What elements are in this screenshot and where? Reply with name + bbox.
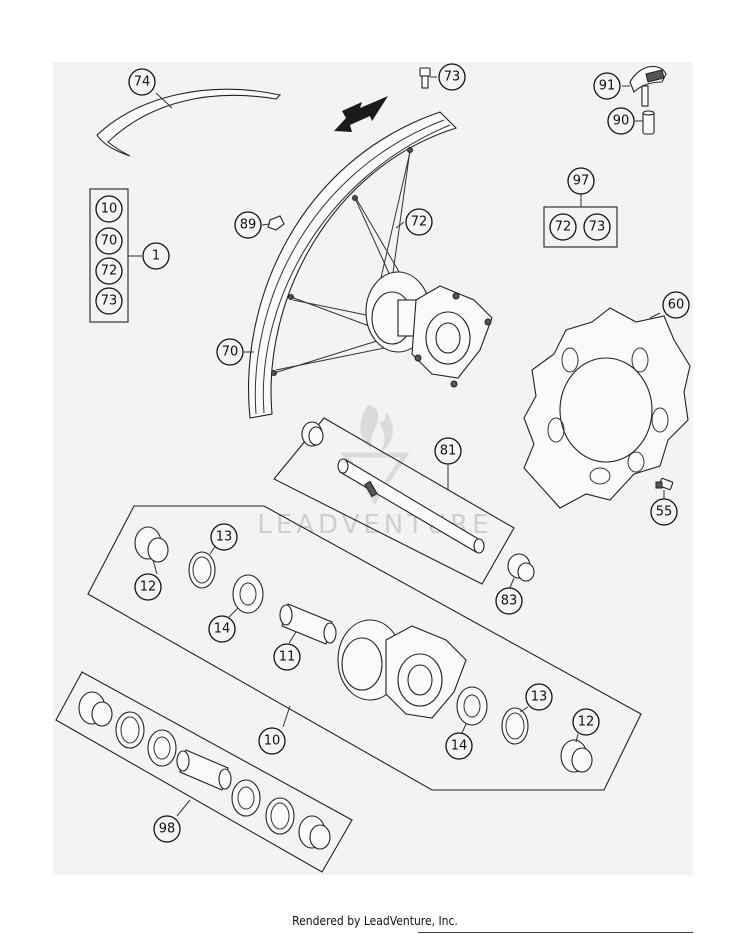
svg-text:73: 73: [589, 220, 606, 235]
callout-1: 1: [142, 242, 170, 270]
callout-72-spoke: 72: [405, 208, 433, 236]
axle-part: [301, 421, 485, 554]
leader-lines: [152, 76, 665, 817]
axle-nut-part: [507, 553, 535, 582]
brake-disc: [523, 307, 691, 509]
svg-text:72: 72: [555, 220, 572, 235]
svg-text:12: 12: [140, 580, 157, 595]
callout-72-kit: 72: [549, 213, 577, 241]
disc-bolt-part: [655, 477, 674, 491]
svg-text:70: 70: [222, 345, 239, 360]
callout-12-right: 12: [572, 708, 600, 736]
front-wheel-diagram: LEADVENTURE: [55, 63, 691, 873]
valve-nut-part: [642, 110, 655, 135]
callout-10-box: 10: [95, 195, 123, 223]
callout-14-top: 14: [208, 615, 236, 643]
callout-81: 81: [434, 437, 462, 465]
footer-divider: [418, 932, 693, 933]
callout-11: 11: [273, 643, 301, 671]
callout-83: 83: [495, 587, 523, 615]
svg-text:73: 73: [101, 294, 118, 309]
bearing-kit-parts: [78, 691, 331, 850]
callout-74: 74: [128, 68, 156, 96]
tire-valve-part: [629, 65, 667, 107]
callout-55: 55: [650, 498, 678, 526]
callout-72-box: 72: [95, 257, 123, 285]
svg-text:55: 55: [656, 505, 673, 520]
callout-73-box: 73: [95, 287, 123, 315]
rim-tape: [96, 88, 282, 157]
callout-98: 98: [153, 815, 181, 843]
svg-text:14: 14: [451, 739, 468, 754]
svg-text:83: 83: [501, 594, 518, 609]
callout-73-top: 73: [438, 63, 466, 91]
svg-text:70: 70: [101, 234, 118, 249]
svg-text:10: 10: [101, 202, 118, 217]
callout-13-top: 13: [210, 523, 238, 551]
callout-91: 91: [593, 72, 621, 100]
svg-text:13: 13: [531, 690, 548, 705]
svg-text:11: 11: [279, 650, 296, 665]
diagram-panel: LEADVENTURE: [53, 62, 693, 875]
callout-97: 97: [567, 167, 595, 195]
svg-text:73: 73: [444, 70, 461, 85]
svg-text:72: 72: [411, 215, 428, 230]
callout-70-rim: 70: [216, 338, 244, 366]
footer-credit: Rendered by LeadVenture, Inc.: [292, 914, 458, 928]
svg-text:14: 14: [214, 622, 231, 637]
hub-kit-parts: [134, 526, 593, 773]
callout-70-box: 70: [95, 227, 123, 255]
svg-text:97: 97: [573, 174, 590, 189]
spoke-kit-box: [543, 194, 618, 248]
callout-90: 90: [607, 107, 635, 135]
svg-text:98: 98: [159, 822, 176, 837]
svg-text:91: 91: [599, 79, 616, 94]
wheel-spokes: [273, 149, 411, 374]
rotation-arrow: [334, 96, 388, 132]
callout-14-bottom: 14: [445, 732, 473, 760]
balance-weight-part: [267, 215, 285, 231]
callout-13-right: 13: [525, 683, 553, 711]
svg-text:90: 90: [613, 114, 630, 129]
callout-10-hub: 10: [258, 727, 286, 755]
svg-text:74: 74: [134, 75, 151, 90]
svg-text:72: 72: [101, 264, 118, 279]
spoke-nipple-part: [419, 67, 431, 89]
svg-text:60: 60: [668, 298, 685, 313]
svg-text:1: 1: [152, 249, 160, 264]
svg-text:12: 12: [578, 715, 595, 730]
callout-73-kit: 73: [583, 213, 611, 241]
bearing-kit-frame: [55, 671, 353, 873]
svg-text:10: 10: [264, 734, 281, 749]
callout-60: 60: [662, 291, 690, 319]
callout-12-top: 12: [134, 573, 162, 601]
callout-89: 89: [234, 211, 262, 239]
svg-text:81: 81: [440, 444, 457, 459]
hub-kit-frame: [87, 505, 642, 791]
wheel-kit-box: [89, 188, 142, 323]
wheel-rim: [248, 111, 458, 419]
svg-text:13: 13: [216, 530, 233, 545]
wheel-hub: [365, 271, 493, 388]
svg-text:89: 89: [240, 218, 257, 233]
